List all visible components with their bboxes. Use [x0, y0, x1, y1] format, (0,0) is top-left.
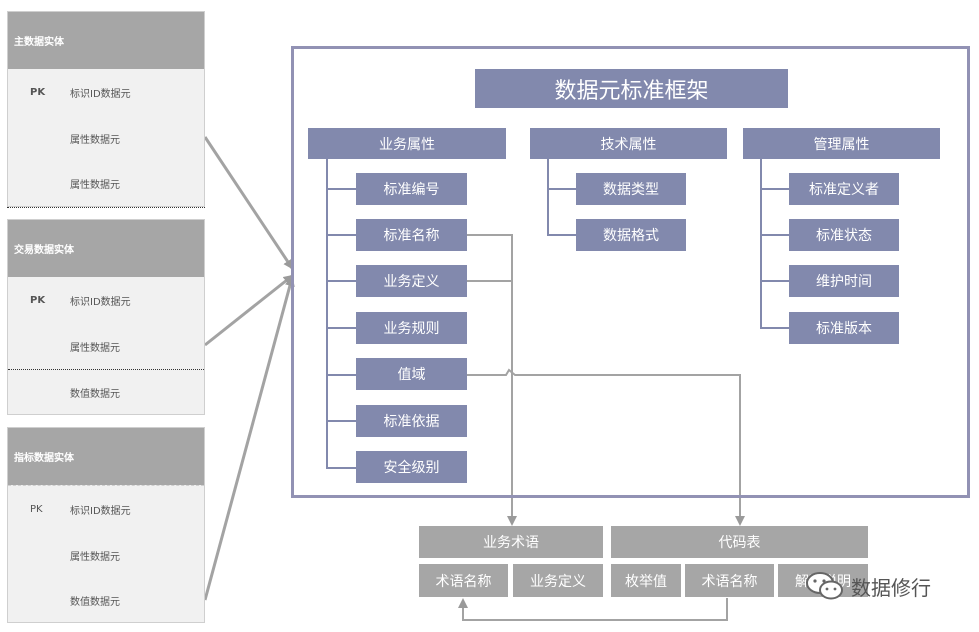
item-data-format: 数据格式: [576, 219, 686, 251]
item-maintenance-time: 维护时间: [789, 265, 899, 297]
arrow-master-entity: [203, 136, 294, 270]
tree-branch: [760, 280, 790, 282]
tree-branch: [326, 327, 356, 329]
entity-transaction: 交易数据实体 PK 标识ID数据元 属性数据元 数值数据元: [7, 219, 205, 415]
item-business-definition: 业务定义: [356, 265, 467, 297]
field-label: 标识ID数据元: [70, 88, 131, 100]
entity-row: 属性数据元: [8, 115, 204, 161]
arrow-name-to-term: [467, 234, 517, 526]
framework-frame: [291, 46, 970, 498]
tree-line-technical: [547, 159, 549, 236]
watermark-text: 数据修行: [851, 575, 931, 600]
entity-row: PK 标识ID数据元: [8, 69, 204, 115]
entity-row: PK 标识ID数据元: [8, 485, 204, 532]
field-label: 数值数据元: [70, 597, 120, 608]
tree-line-management: [760, 159, 762, 328]
arrow-code-to-term: [458, 598, 728, 621]
tree-branch: [760, 188, 790, 190]
category-management: 管理属性: [743, 128, 940, 159]
arrow-domain-to-code: [467, 368, 745, 526]
item-standard-name: 标准名称: [356, 219, 467, 251]
pk-label: PK: [30, 503, 43, 515]
item-standard-basis: 标准依据: [356, 405, 467, 437]
entity-master: 主数据实体 PK 标识ID数据元 属性数据元 属性数据元: [7, 11, 205, 207]
item-security-level: 安全级别: [356, 451, 467, 483]
entity-indicator: 指标数据实体 PK 标识ID数据元 属性数据元 数值数据元: [7, 427, 205, 623]
item-data-type: 数据类型: [576, 173, 686, 205]
item-business-rule: 业务规则: [356, 312, 467, 344]
term-cell-term-name: 术语名称: [419, 564, 508, 597]
tree-line-business: [326, 159, 328, 468]
field-label: 标识ID数据元: [70, 505, 131, 517]
category-business: 业务属性: [308, 128, 506, 159]
entity-row: 数值数据元: [8, 578, 204, 623]
tree-branch: [326, 188, 356, 190]
entity-title: 交易数据实体: [8, 220, 204, 277]
entity-row: PK 标识ID数据元: [8, 277, 204, 323]
field-label: 数值数据元: [70, 389, 120, 400]
category-technical: 技术属性: [530, 128, 727, 159]
field-label: 属性数据元: [70, 342, 120, 354]
framework-title: 数据元标准框架: [475, 69, 788, 108]
entity-row: 属性数据元: [8, 532, 204, 578]
tree-branch: [326, 420, 356, 422]
field-label: 属性数据元: [70, 551, 120, 563]
code-cell-term-name: 术语名称: [685, 564, 774, 597]
entity-row: 属性数据元: [8, 161, 204, 206]
tree-branch: [326, 234, 356, 236]
pk-label: PK: [30, 294, 46, 306]
field-label: 属性数据元: [70, 180, 120, 191]
term-cell-business-definition: 业务定义: [513, 564, 603, 597]
tree-branch: [326, 374, 356, 376]
wechat-icon: [806, 572, 843, 600]
arrow-indicator-entity: [203, 276, 295, 601]
tree-branch: [760, 327, 790, 329]
pk-label: PK: [30, 86, 46, 98]
item-standard-definer: 标准定义者: [789, 173, 899, 205]
item-standard-number: 标准编号: [356, 173, 467, 205]
tree-branch: [760, 234, 790, 236]
item-standard-version: 标准版本: [789, 312, 899, 344]
tree-branch: [326, 467, 356, 469]
entity-row: 属性数据元: [8, 323, 204, 369]
code-table-title: 代码表: [611, 526, 868, 558]
watermark: 数据修行: [805, 568, 975, 604]
field-label: 标识ID数据元: [70, 296, 131, 308]
item-standard-status: 标准状态: [789, 219, 899, 251]
entity-divider: [7, 207, 205, 208]
tree-branch: [326, 280, 356, 282]
entity-title: 主数据实体: [8, 12, 204, 69]
item-value-domain: 值域: [356, 358, 467, 390]
tree-branch: [547, 188, 577, 190]
entity-row: 数值数据元: [8, 369, 204, 415]
arrow-transaction-entity: [204, 274, 294, 347]
tree-branch: [547, 234, 577, 236]
field-label: 属性数据元: [70, 134, 120, 146]
entity-title: 指标数据实体: [8, 428, 204, 485]
business-term-title: 业务术语: [419, 526, 603, 558]
code-cell-enum-value: 枚举值: [611, 564, 681, 597]
